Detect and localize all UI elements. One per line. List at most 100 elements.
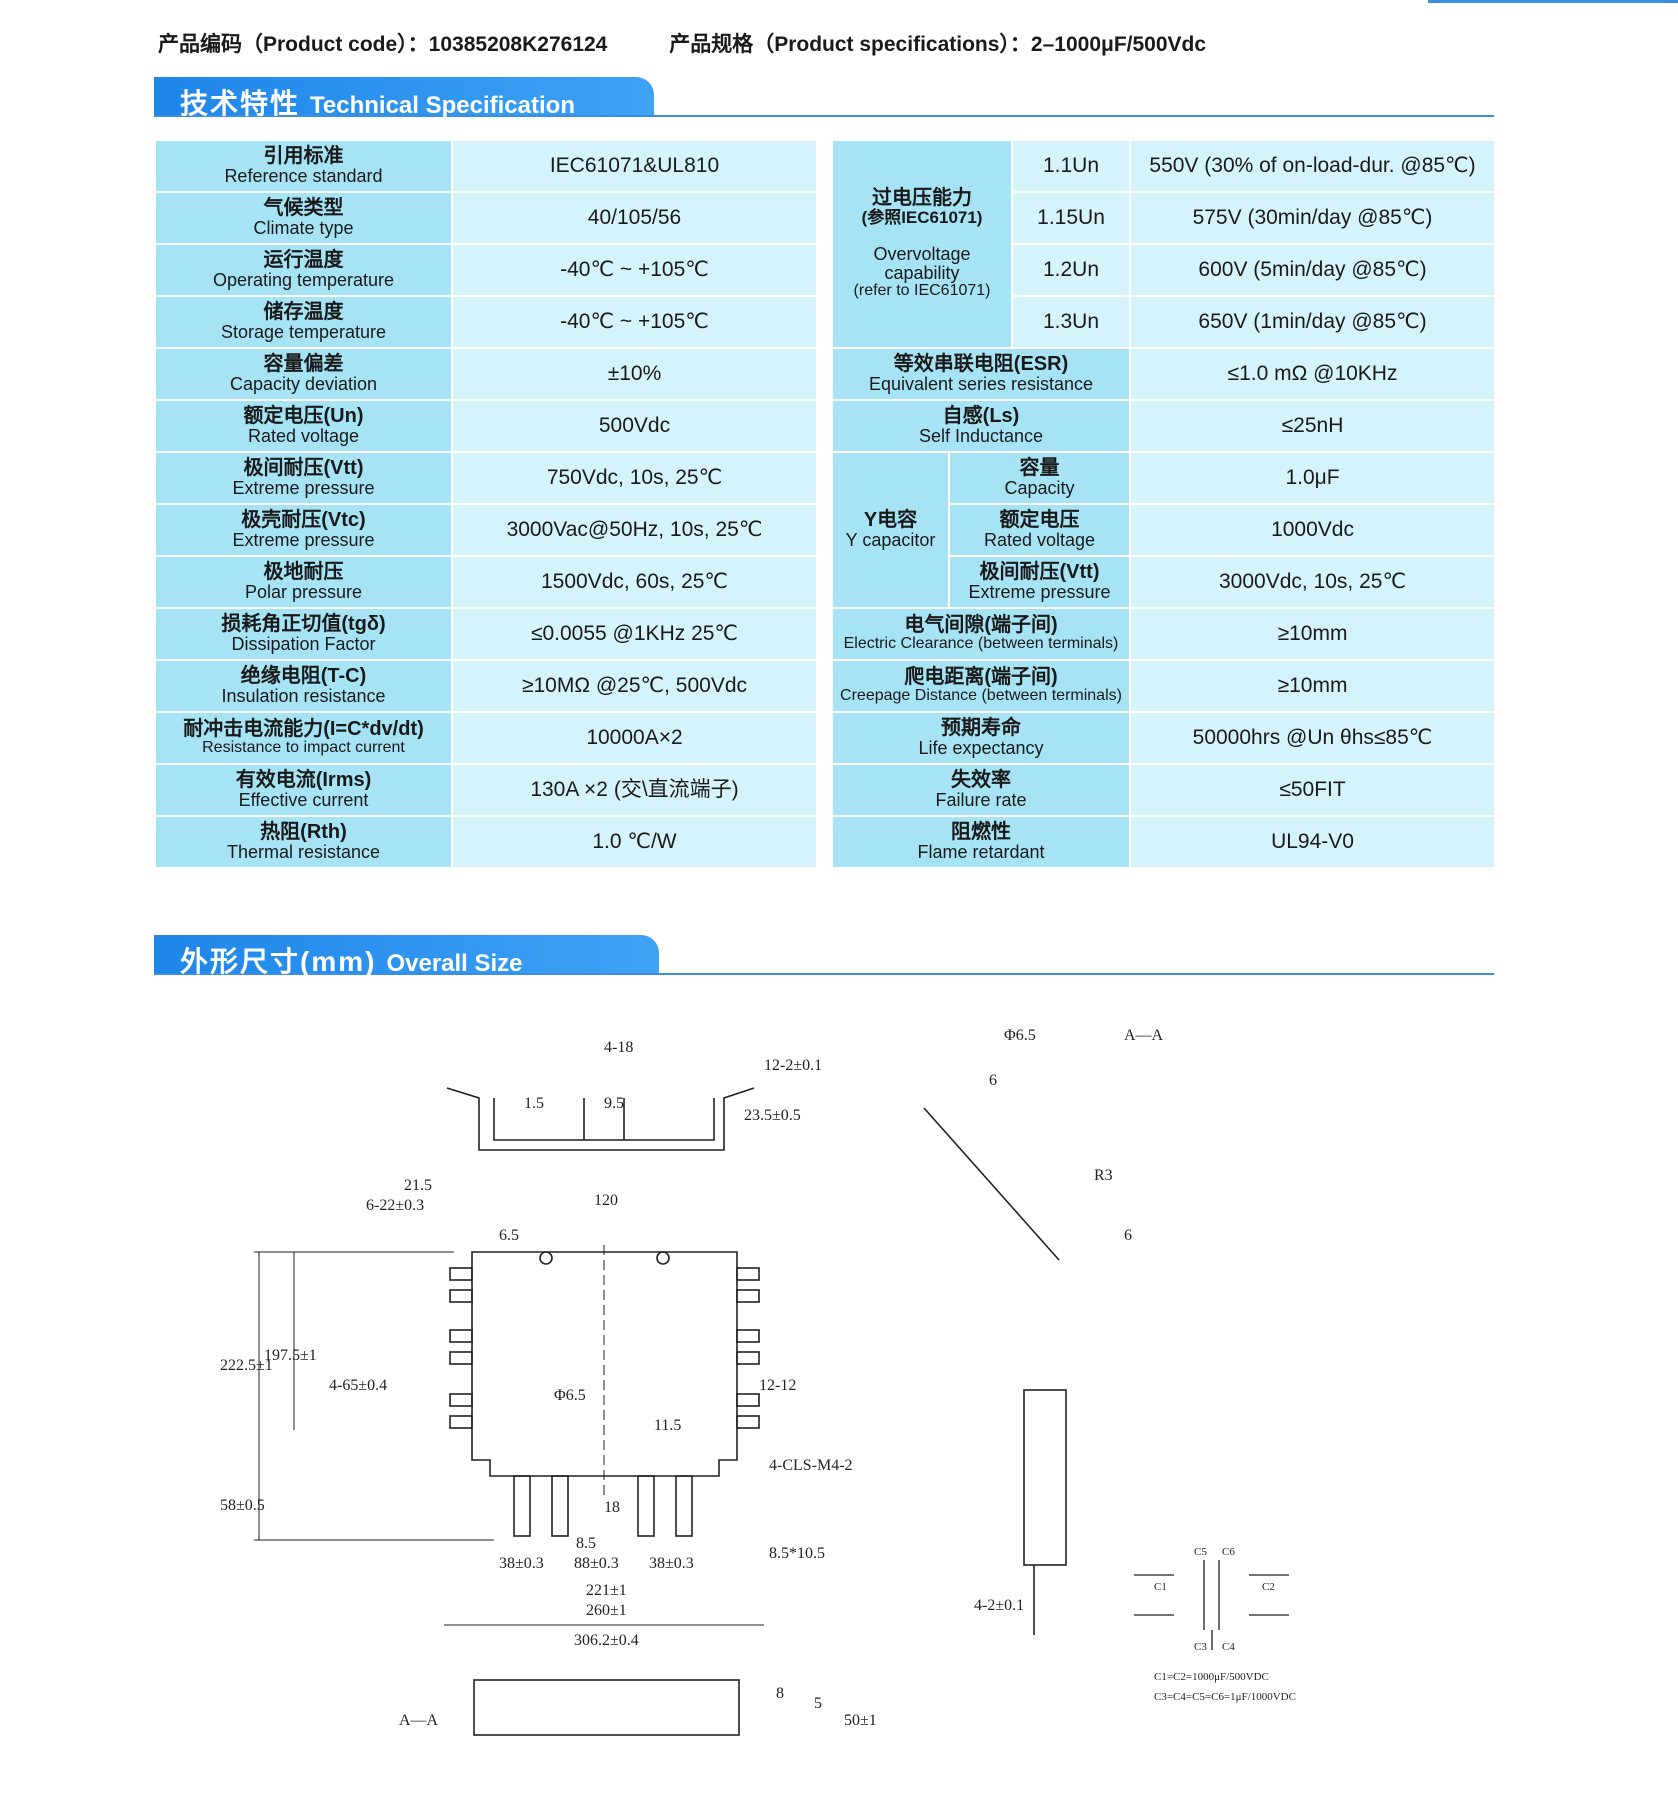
top-view-inner [493, 1098, 715, 1141]
dim-label: 12-2±0.1 [764, 1057, 822, 1074]
spec-label-en: Resistance to impact current [202, 739, 405, 757]
dim-label: 5 [814, 1695, 822, 1712]
terminal-tab [736, 1415, 760, 1429]
side-section-view [473, 1107, 1067, 1736]
overvoltage-value: 550V (30% of on-load-dur. @85℃) [1129, 139, 1497, 193]
spec-value: 1500Vdc, 60s, 25℃ [451, 555, 818, 609]
ycap-sub-label: 额定电压 Rated voltage [947, 503, 1132, 557]
ls-label: 自感(Ls) Self Inductance [830, 399, 1132, 453]
spec-row: 电气间隙(端子间)Electric Clearance (between ter… [830, 607, 1497, 661]
dim-label: 50±1 [844, 1712, 877, 1729]
spec-label-en: Electric Clearance (between terminals) [843, 635, 1119, 653]
dim-label: 11.5 [654, 1417, 681, 1434]
spec-label-zh: 运行温度 [263, 249, 344, 272]
esr-row: 等效串联电阻(ESR) Equivalent series resistance… [830, 347, 1497, 401]
spec-label-zh: 额定电压(Un) [243, 405, 364, 428]
dim-label: 6 [989, 1072, 997, 1089]
section-label: A—A [1124, 1027, 1164, 1044]
spec-label: 绝缘电阻(T-C)Insulation resistance [154, 659, 453, 713]
spec-label: 额定电压(Un)Rated voltage [154, 399, 453, 453]
dim-label: 222.5±1 [220, 1357, 273, 1374]
right-spec-table: 过电压能力 (参照IEC61071) Overvoltage capabilit… [830, 139, 1497, 869]
ycap-sub-zh: 容量 [1019, 457, 1060, 480]
ycap-value: 3000Vdc, 10s, 25℃ [1129, 555, 1497, 609]
spec-label-zh: 预期寿命 [941, 717, 1021, 740]
overvoltage-row: 1.2Un 600V (5min/day @85℃) [832, 243, 1497, 297]
capacitor-label: C1 [1154, 1581, 1167, 1593]
spec-label-en: Climate type [253, 218, 354, 239]
dim-label: 23.5±0.5 [744, 1107, 801, 1124]
bottom-view-body [473, 1679, 740, 1736]
spec-value: 130A ×2 (交\直流端子) [451, 763, 818, 817]
esr-value: ≤1.0 mΩ @10KHz [1129, 347, 1497, 401]
product-header: 产品编码（Product code）：10385208K276124 产品规格（… [158, 28, 1206, 58]
size-section-bar: 外形尺寸(mm)Overall Size [154, 935, 1494, 977]
dim-label: 88±0.3 [574, 1555, 619, 1572]
spec-row: 爬电距离(端子间)Creepage Distance (between term… [830, 659, 1497, 713]
schematic-labels: C1 C2 C3 C4 C5 C6 C1=C2=1000μF/500VDC C3… [1154, 1546, 1296, 1703]
size-section-rule [154, 973, 1494, 975]
capacitor-label: C3 [1194, 1641, 1207, 1653]
spec-value: IEC61071&UL810 [451, 139, 818, 193]
top-view [446, 1087, 755, 1151]
spec-label-en: Operating temperature [212, 270, 395, 291]
bottom-terminal [637, 1475, 655, 1537]
ycap-row: 极间耐压(Vtt) Extreme pressure 3000Vdc, 10s,… [832, 555, 1497, 609]
dim-label: 1.5 [524, 1095, 544, 1112]
mounting-hole [539, 1251, 553, 1265]
spec-label-zh: 有效电流(Irms) [235, 769, 372, 792]
section-axis [923, 1107, 1060, 1261]
overvoltage-label: 过电压能力 (参照IEC61071) Overvoltage capabilit… [830, 139, 1014, 349]
dim-label: 4-65±0.4 [329, 1377, 387, 1394]
spec-row: 损耗角正切值(tgδ)Dissipation Factor≤0.0055 @1K… [154, 607, 818, 661]
terminal-tab [449, 1393, 473, 1407]
ycap-sub-label: 极间耐压(Vtt) Extreme pressure [947, 555, 1132, 609]
dimension-labels: 4-18 1.5 9.5 12-2±0.1 23.5±0.5 6-22±0.3 … [220, 1027, 1164, 1729]
dim-label: 38±0.3 [499, 1555, 544, 1572]
esr-zh: 等效串联电阻(ESR) [893, 353, 1069, 376]
overvoltage-level: 1.1Un [1011, 139, 1132, 193]
size-title-zh: 外形尺寸(mm) [180, 946, 377, 977]
spec-value: 40/105/56 [451, 191, 818, 245]
capacitor-label: C5 [1194, 1546, 1207, 1558]
terminal-tab [449, 1415, 473, 1429]
spec-value: UL94-V0 [1129, 815, 1497, 869]
spec-label-zh: 极间耐压(Vtt) [243, 457, 364, 480]
esr-label: 等效串联电阻(ESR) Equivalent series resistance [830, 347, 1132, 401]
terminal-tab [449, 1267, 473, 1281]
overvoltage-en2: capability [884, 263, 960, 284]
schematic-note: C3=C4=C5=C6=1μF/1000VDC [1154, 1691, 1296, 1703]
spec-label-en: Insulation resistance [221, 686, 386, 707]
spec-value: -40℃ ~ +105℃ [451, 295, 818, 349]
overvoltage-en3: (refer to IEC61071) [853, 281, 991, 299]
spec-label-zh: 储存温度 [263, 301, 344, 324]
spec-label-en: Capacity deviation [229, 374, 378, 395]
schematic-note: C1=C2=1000μF/500VDC [1154, 1671, 1269, 1683]
spec-label-en: Effective current [238, 790, 369, 811]
product-specifications: 产品规格（Product specifications）：2–1000μF/50… [669, 33, 1207, 56]
dim-label: Φ6.5 [554, 1387, 586, 1404]
ls-value: ≤25nH [1129, 399, 1497, 453]
dim-label: 221±1 [586, 1582, 627, 1599]
spec-label-en: Failure rate [935, 790, 1027, 811]
spec-label-zh: 损耗角正切值(tgδ) [221, 613, 386, 636]
terminal-tab [736, 1329, 760, 1343]
dim-label: 12-12 [759, 1377, 796, 1394]
spec-row: 耐冲击电流能力(I=C*dv/dt)Resistance to impact c… [154, 711, 818, 765]
spec-label-en: Reference standard [224, 166, 383, 187]
spec-label-en: Flame retardant [917, 842, 1045, 863]
capacitor-label: C2 [1262, 1581, 1275, 1593]
spec-label: 极壳耐压(Vtc)Extreme pressure [154, 503, 453, 557]
spec-value: ≥10mm [1129, 607, 1497, 661]
dim-label: 8 [776, 1685, 784, 1702]
bottom-terminal [551, 1475, 569, 1537]
spec-label-en: Life expectancy [918, 738, 1044, 759]
